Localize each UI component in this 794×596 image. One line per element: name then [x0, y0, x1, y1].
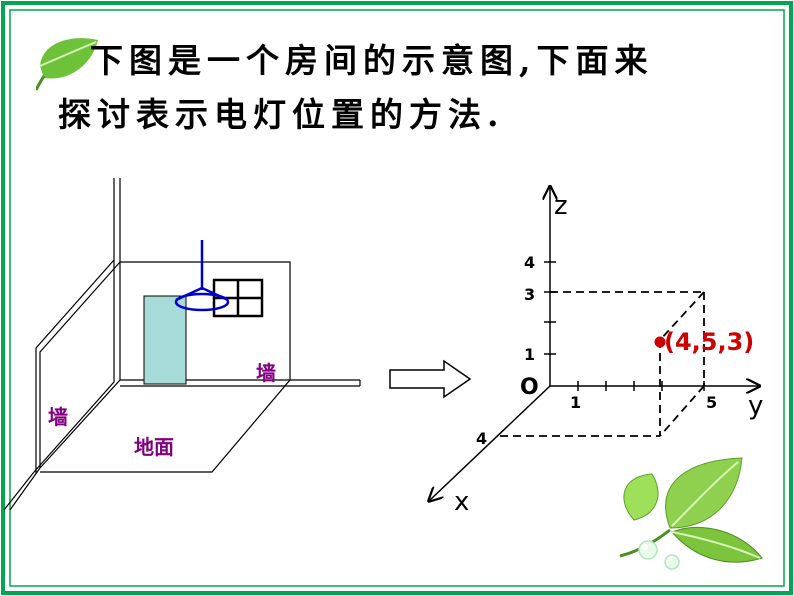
wall-left-label: 墙 [48, 405, 68, 429]
dashed-box [500, 291, 705, 437]
lamp-icon [174, 240, 230, 312]
y-tick-1: 1 [570, 393, 581, 412]
left-wall [3, 178, 121, 511]
x-tick-4: 4 [476, 429, 487, 448]
z-tick-4: 4 [524, 253, 535, 272]
room-diagram: 墙 墙 地面 [3, 178, 361, 511]
point-marker [654, 336, 666, 348]
z-tick-1: 1 [524, 345, 535, 364]
point-label: (4,5,3) [664, 328, 754, 356]
leaves-decoration-icon [619, 457, 763, 570]
leaf-icon [36, 38, 98, 91]
door [143, 295, 187, 385]
y-axis-label: y [748, 391, 763, 421]
wall-right-label: 墙 [256, 361, 276, 385]
x-axis-label: x [454, 487, 469, 517]
floor [40, 379, 291, 473]
arrow-icon [389, 359, 472, 399]
z-tick-3: 3 [524, 285, 535, 304]
y-tick-5: 5 [706, 393, 717, 412]
title-line-1: 下图是一个房间的示意图,下面来 [90, 41, 654, 80]
floor-label: 地面 [134, 435, 174, 459]
x-axis [430, 385, 551, 500]
coordinate-system: (4,5,3) z y x O 4 3 1 1 5 4 [420, 170, 763, 517]
origin-label: O [520, 375, 539, 400]
title-line-2: 探讨表示电灯位置的方法. [58, 95, 505, 134]
z-axis-label: z [554, 191, 568, 221]
